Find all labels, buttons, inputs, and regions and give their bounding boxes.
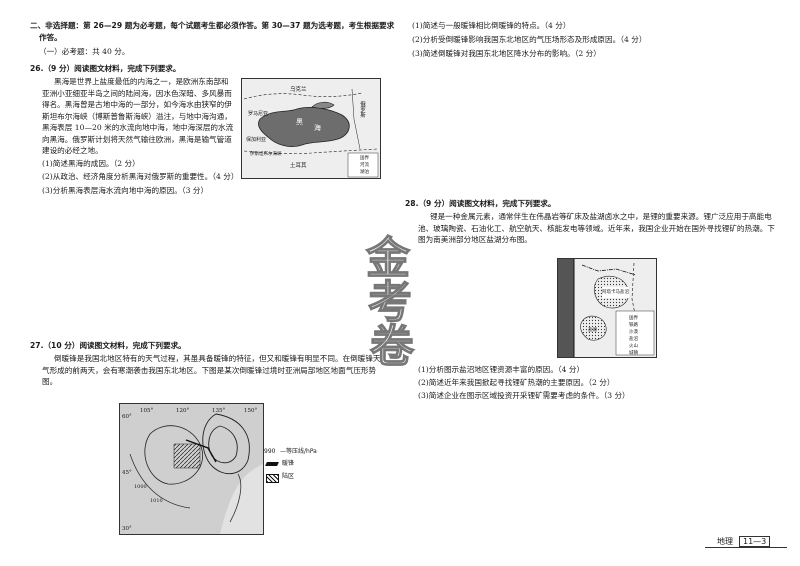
legend-border-q28: 国界 bbox=[629, 316, 638, 321]
q27-title: 27.（10 分）阅读图文材料，完成下列要求。 bbox=[30, 341, 186, 350]
map-label-strait: 伊斯坦布尔海峡 bbox=[250, 152, 282, 157]
q26-question-3: (3)分析黑海表层海水流向地中海的原因。（3 分） bbox=[42, 186, 209, 195]
legend-desert: 沙漠 bbox=[629, 330, 638, 335]
map-label-romania: 罗马尼亚 bbox=[248, 111, 269, 117]
lat-60: 60° bbox=[122, 414, 132, 420]
q28-question-2: (2)简述近年来我国掀起寻找锂矿热潮的主要原因。（2 分） bbox=[418, 378, 615, 387]
legend-lake: 湖泊 bbox=[360, 170, 369, 175]
isobar-1010: 1010 bbox=[150, 498, 163, 504]
pressure-map-svg bbox=[120, 404, 263, 534]
lat-45: 45° bbox=[122, 470, 132, 476]
q27-paragraph: 倒暖锋是我国北地区特有的天气过程，其虽具备暖锋的特征，但又和暖锋有明显不同。在倒… bbox=[42, 354, 381, 386]
q26-paragraph: 黑海是世界上盐度最低的内海之一，是欧洲东南部和亚洲小亚细亚半岛之间的陆间海，因水… bbox=[42, 77, 234, 155]
salt-lake-map: 阿塔卡马盐沼 国界 铁路 沙漠 盐沼 火山 城镇 盐湖 bbox=[557, 258, 657, 358]
salt-lake-map-svg bbox=[558, 259, 656, 357]
legend-land-symbol bbox=[266, 474, 279, 483]
map-label-turkey: 土耳其 bbox=[290, 163, 307, 169]
map-label-atacama: 阿塔卡马盐沼 bbox=[602, 287, 629, 298]
lon-135: 135° bbox=[212, 408, 226, 414]
footer-subject: 地理 bbox=[717, 537, 733, 546]
map-label-bulgaria: 保加利亚 bbox=[246, 137, 267, 143]
section-heading: 二、非选择题：第 26—29 题为必考题，每个试题考生都必须作答。第 30—37… bbox=[30, 21, 395, 30]
q27-question-3: (3)简述倒暖锋对我国东北地区降水分布的影响。（2 分） bbox=[412, 49, 601, 58]
map-label-hai: 海 bbox=[314, 124, 321, 132]
lon-150: 150° bbox=[244, 408, 258, 414]
footer-page-number: 11—3 bbox=[739, 536, 771, 547]
map-label-salt-lake: 盐湖 bbox=[588, 328, 597, 333]
lon-105: 105° bbox=[140, 408, 154, 414]
pressure-map: 105° 120° 135° 150° 60° 45° 30° 1000 101… bbox=[119, 403, 264, 535]
q26-title: 26.（9 分）阅读图文材料，完成下列要求。 bbox=[30, 64, 181, 73]
section-heading-cont: 作答。 bbox=[39, 33, 62, 42]
isobar-1000: 1000 bbox=[134, 484, 147, 490]
black-sea-map-svg bbox=[242, 79, 380, 178]
page-footer: 地理 11—3 bbox=[717, 536, 771, 547]
q28-question-1: (1)分析图示盐沼地区锂资源丰富的原因。（4 分） bbox=[418, 365, 585, 374]
legend-isobar-value: 990 bbox=[264, 448, 276, 455]
q27-question-1: (1)简述与一般暖锋相比倒暖锋的特点。（4 分） bbox=[412, 21, 571, 30]
q28-paragraph: 锂是一种金属元素，通常伴生在伟晶岩等矿床及盐湖卤水之中，是锂的重要来源。锂广泛应… bbox=[418, 212, 775, 244]
watermark-char-3: 卷 bbox=[369, 320, 414, 372]
required-heading: （一）必考题：共 40 分。 bbox=[39, 47, 130, 56]
lat-30: 30° bbox=[122, 526, 132, 532]
map-label-russia: 俄罗斯 bbox=[359, 101, 365, 118]
lon-120: 120° bbox=[176, 408, 190, 414]
legend-warm-front-symbol bbox=[265, 462, 279, 466]
map-label-hei: 黑 bbox=[296, 118, 303, 126]
watermark-char-2: 考 bbox=[367, 276, 412, 328]
legend-town: 城镇 bbox=[629, 351, 638, 356]
q27-question-2: (2)分析受倒暖锋影响我国东北地区的气压场形态及形成原因。（4 分） bbox=[412, 35, 647, 44]
q26-question-2: (2)从政治、经济角度分析黑海对俄罗斯的重要性。（4 分） bbox=[42, 172, 239, 181]
black-sea-map: 乌克兰 俄罗斯 黑 海 罗马尼亚 保加利亚 土耳其 伊斯坦布尔海峡 国界 河流 … bbox=[241, 78, 381, 179]
q28-title: 28.（9 分）阅读图文材料，完成下列要求。 bbox=[405, 199, 556, 208]
legend-railway: 铁路 bbox=[629, 323, 638, 328]
legend-salt-marsh: 盐沼 bbox=[629, 337, 638, 342]
map-label-ukraine: 乌克兰 bbox=[290, 87, 307, 93]
q28-question-3: (3)简述企业在图示区域投资开采锂矿需要考虑的条件。（3 分） bbox=[418, 391, 630, 400]
q26-question-1: (1)简述黑海的成因。（2 分） bbox=[42, 159, 140, 168]
legend-land: 陆区 bbox=[282, 473, 295, 480]
legend-border: 国界 bbox=[360, 156, 369, 161]
footer-rule bbox=[705, 547, 787, 548]
legend-river: 河流 bbox=[360, 163, 369, 168]
legend-warm-front: 暖锋 bbox=[282, 460, 295, 467]
legend-isobar: —等压线/hPa bbox=[280, 448, 317, 455]
legend-volcano: 火山 bbox=[629, 344, 638, 349]
watermark-char-1: 金 bbox=[365, 232, 410, 284]
